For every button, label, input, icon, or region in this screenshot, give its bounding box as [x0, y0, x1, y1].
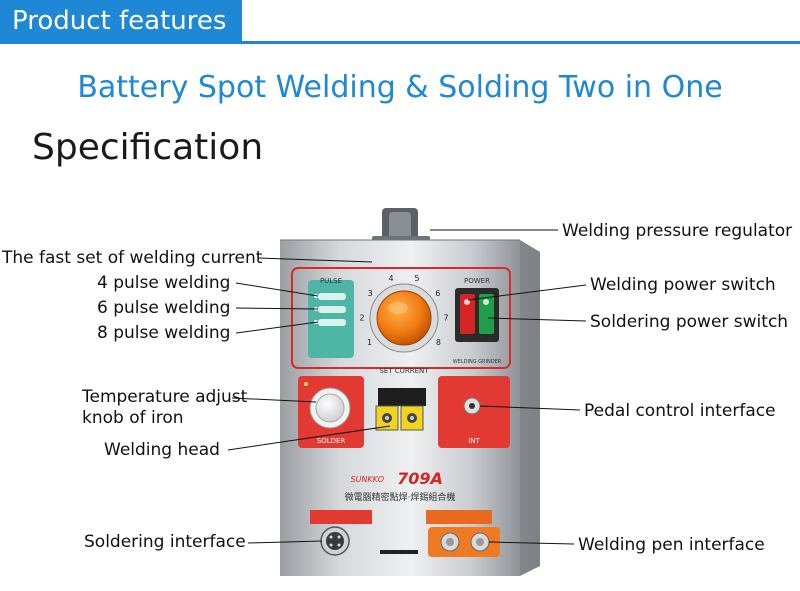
- callout-solder-switch: Soldering power switch: [590, 312, 789, 332]
- callout-temp-adjust-line2: knob of iron: [82, 408, 184, 428]
- dial-number: 1: [367, 338, 372, 347]
- brand-label: SUNKKO: [351, 475, 385, 484]
- callout-welding-head: Welding head: [104, 440, 220, 460]
- dial-number: 3: [368, 289, 373, 298]
- int-panel: [438, 376, 510, 448]
- callout-temp-adjust-line1: Temperature adjust: [82, 387, 248, 407]
- dial-number: 2: [359, 314, 364, 323]
- pressure-regulator: [372, 208, 430, 246]
- upper-panel-outline: [291, 267, 511, 369]
- power-label: POWER: [464, 277, 490, 285]
- pulse-label: PULSE: [320, 277, 342, 285]
- dial-number: 8: [436, 338, 441, 347]
- dial-number: 7: [443, 314, 448, 323]
- header-tab: Product features: [0, 0, 242, 42]
- subtitle: Battery Spot Welding & Solding Two in On…: [77, 70, 723, 105]
- leader-lines: [227, 229, 587, 545]
- callout-power-switch: Welding power switch: [590, 275, 776, 295]
- callout-pulse-4: 4 pulse welding: [97, 273, 231, 293]
- header-rule: [0, 41, 800, 44]
- soldering-interface: [310, 510, 372, 556]
- welding-head: [375, 388, 426, 431]
- callout-pulse-8: 8 pulse welding: [97, 323, 231, 343]
- callout-soldering-interface: Soldering interface: [84, 532, 246, 552]
- solder-label: SOLDER: [317, 437, 346, 445]
- solder-panel: [298, 376, 364, 448]
- dial-number: 5: [414, 274, 419, 283]
- welding-pen-interface: [426, 510, 500, 557]
- model-label: 709A: [397, 469, 443, 488]
- dial-number: 4: [389, 274, 394, 283]
- chinese-name: 微電腦精密點焊·焊錫組合機: [345, 491, 456, 503]
- section-title: Specification: [32, 127, 264, 168]
- current-dial: [369, 283, 439, 353]
- pulse-panel: [308, 280, 354, 358]
- dial-number: 6: [435, 289, 440, 298]
- int-label: INT: [468, 437, 480, 445]
- dial-numbers: 1 2 3 4 5 6 7 8: [359, 274, 448, 347]
- callout-pulse-6: 6 pulse welding: [97, 298, 231, 318]
- callout-pressure-regulator: Welding pressure regulator: [562, 221, 793, 241]
- power-switches: [455, 288, 499, 342]
- front-slot: [380, 550, 418, 554]
- welding-grinder-label: WELDING GRINDER: [453, 359, 502, 365]
- callout-pen-interface: Welding pen interface: [578, 535, 765, 555]
- callout-pedal-interface: Pedal control interface: [584, 401, 776, 421]
- callout-fast-set: The fast set of welding current: [2, 248, 263, 268]
- set-current-label: SET CURRENT: [379, 367, 429, 375]
